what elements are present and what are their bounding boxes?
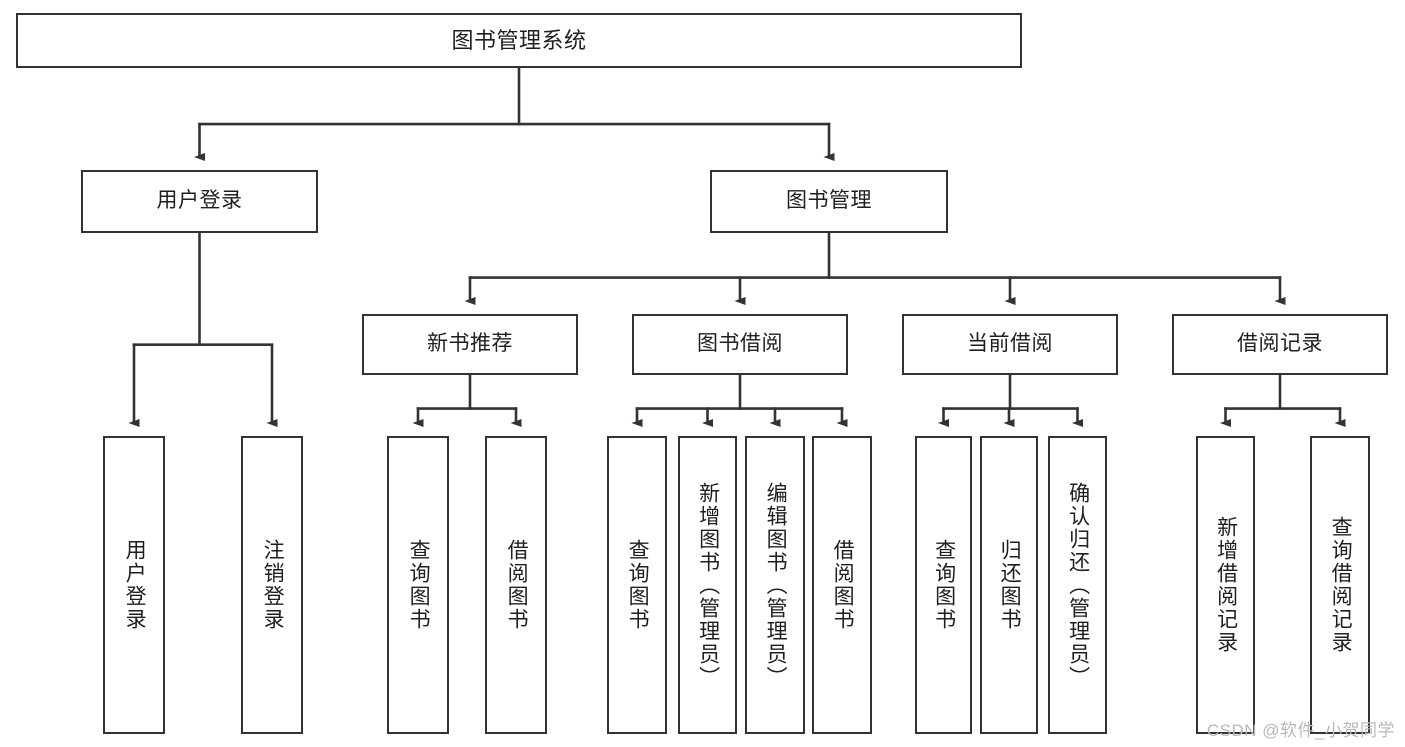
node-label: 图书管理 <box>786 189 872 213</box>
node-borrow-record[interactable]: 借阅记录 <box>1172 314 1388 375</box>
node-label: 用户登录 <box>156 189 243 213</box>
node-leaf-return-book[interactable]: 归还图书 <box>980 436 1038 734</box>
node-leaf-query-book-current[interactable]: 查询图书 <box>915 436 972 734</box>
node-label: 借阅图书 <box>505 539 529 631</box>
node-label: 新书推荐 <box>427 332 513 356</box>
node-current-borrow[interactable]: 当前借阅 <box>902 314 1118 375</box>
node-leaf-logout-login[interactable]: 注销登录 <box>241 436 303 734</box>
node-book-management[interactable]: 图书管理 <box>710 170 948 233</box>
node-leaf-edit-book-admin[interactable]: 编辑图书（管理员） <box>745 436 805 734</box>
node-leaf-query-borrow-record[interactable]: 查询借阅记录 <box>1310 436 1370 734</box>
node-label: 用户登录 <box>123 539 147 631</box>
node-label: 确认归还（管理员） <box>1066 481 1090 689</box>
node-user-login[interactable]: 用户登录 <box>81 170 318 233</box>
node-leaf-confirm-return-admin[interactable]: 确认归还（管理员） <box>1048 436 1107 734</box>
node-leaf-query-book-recommend[interactable]: 查询图书 <box>387 436 449 734</box>
node-label: 借阅记录 <box>1237 332 1323 356</box>
node-new-book-recommend[interactable]: 新书推荐 <box>362 314 578 375</box>
node-label: 图书借阅 <box>697 332 783 356</box>
node-label: 查询图书 <box>626 539 650 631</box>
node-leaf-add-borrow-record[interactable]: 新增借阅记录 <box>1196 436 1255 734</box>
node-label: 归还图书 <box>998 539 1022 631</box>
node-book-borrow[interactable]: 图书借阅 <box>632 314 848 375</box>
node-leaf-add-book-admin[interactable]: 新增图书（管理员） <box>678 436 737 734</box>
node-label: 借阅图书 <box>831 539 855 631</box>
node-label: 注销登录 <box>261 539 285 631</box>
node-label: 查询图书 <box>407 539 431 631</box>
node-leaf-user-login[interactable]: 用户登录 <box>103 436 165 734</box>
node-leaf-borrow-book-recommend[interactable]: 借阅图书 <box>485 436 547 734</box>
node-leaf-query-book-borrow[interactable]: 查询图书 <box>607 436 667 734</box>
node-label: 图书管理系统 <box>451 27 587 53</box>
node-root[interactable]: 图书管理系统 <box>16 13 1022 68</box>
node-label: 查询借阅记录 <box>1329 516 1353 654</box>
node-label: 编辑图书（管理员） <box>764 481 788 689</box>
node-label: 新增图书（管理员） <box>696 481 720 689</box>
node-label: 新增借阅记录 <box>1214 516 1238 654</box>
node-label: 查询图书 <box>932 539 956 631</box>
node-leaf-borrow-book[interactable]: 借阅图书 <box>812 436 872 734</box>
node-label: 当前借阅 <box>967 332 1053 356</box>
